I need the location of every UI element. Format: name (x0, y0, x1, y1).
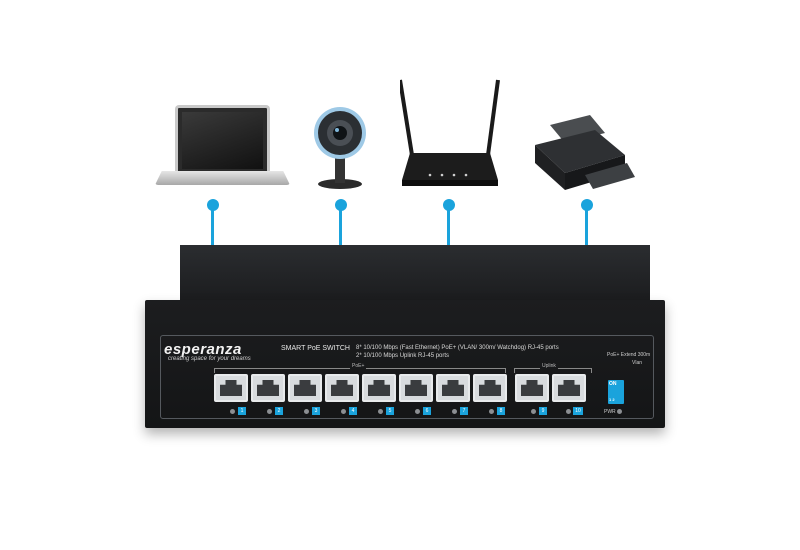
port-number-7: 7 (460, 407, 468, 415)
switch-model: SMART PoE SWITCH (281, 345, 350, 352)
ethernet-port-5[interactable] (362, 374, 396, 402)
port-number-5: 5 (386, 407, 394, 415)
uplink-label: Uplink (540, 363, 558, 369)
port-number-2: 2 (275, 407, 283, 415)
port-led-3 (304, 409, 309, 414)
ethernet-port-6[interactable] (399, 374, 433, 402)
router-icon (400, 79, 500, 186)
ethernet-port-4[interactable] (325, 374, 359, 402)
connection-dot-printer (581, 199, 593, 211)
spec-line-1: 8* 10/100 Mbps (Fast Ethernet) PoE+ (VLA… (356, 345, 559, 351)
spec-line-2: 2* 10/100 Mbps Uplink RJ-45 ports (356, 353, 450, 359)
port-number-8: 8 (497, 407, 505, 415)
port-number-10: 10 (573, 407, 583, 415)
dip-switch[interactable] (608, 380, 624, 404)
port-number-4: 4 (349, 407, 357, 415)
connection-dot-router (443, 199, 455, 211)
laptop-base (155, 171, 290, 185)
port-led-10 (566, 409, 571, 414)
ethernet-port-2[interactable] (251, 374, 285, 402)
power-led (617, 409, 622, 414)
port-led-2 (267, 409, 272, 414)
power-label: PWR (604, 409, 616, 415)
dip-on-label: ON (609, 381, 617, 387)
connection-line-laptop (211, 205, 214, 247)
port-led-8 (489, 409, 494, 414)
port-number-1: 1 (238, 407, 246, 415)
port-number-3: 3 (312, 407, 320, 415)
connection-dot-laptop (207, 199, 219, 211)
ethernet-port-8[interactable] (473, 374, 507, 402)
dip-label-vlan: Vlan (632, 360, 643, 366)
brand-tagline: creating space for your dreams (168, 356, 251, 362)
connection-dot-webcam (335, 199, 347, 211)
port-number-9: 9 (539, 407, 547, 415)
printer-icon (535, 115, 635, 190)
port-led-1 (230, 409, 235, 414)
connection-line-router (447, 205, 450, 247)
port-led-9 (531, 409, 536, 414)
ethernet-port-10[interactable] (552, 374, 586, 402)
poe-label: PoE+ (350, 363, 367, 369)
switch-panel-border (160, 335, 654, 419)
dip-label-extend: PoE+ Extend 300m (607, 352, 651, 358)
connection-line-webcam (339, 205, 342, 247)
switch-top (180, 245, 650, 305)
dip-numbers: 1 2 (609, 397, 615, 402)
port-led-6 (415, 409, 420, 414)
port-led-7 (452, 409, 457, 414)
ethernet-port-3[interactable] (288, 374, 322, 402)
ethernet-port-1[interactable] (214, 374, 248, 402)
port-led-4 (341, 409, 346, 414)
ethernet-port-7[interactable] (436, 374, 470, 402)
switch-front-panel (145, 300, 665, 428)
brand-logo: esperanza (164, 341, 242, 358)
webcam-icon (314, 107, 366, 189)
laptop-icon (175, 105, 270, 171)
ethernet-port-9[interactable] (515, 374, 549, 402)
connection-line-printer (585, 205, 588, 247)
port-number-6: 6 (423, 407, 431, 415)
port-led-5 (378, 409, 383, 414)
